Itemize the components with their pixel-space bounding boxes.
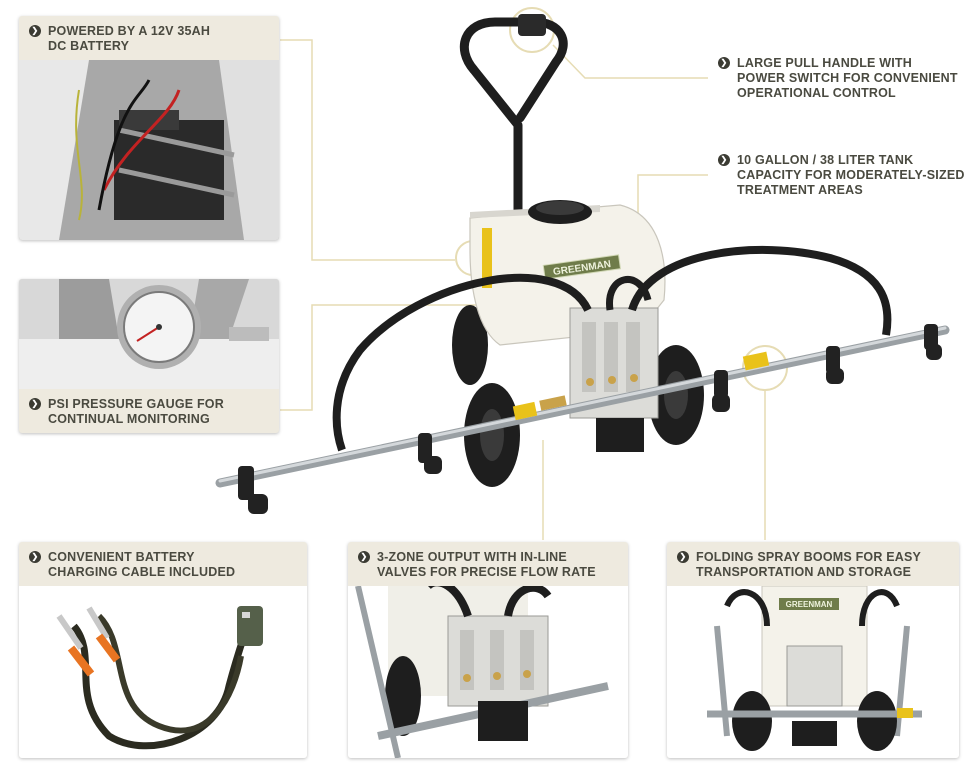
chevron-right-circle-icon: ❯ xyxy=(29,551,41,563)
feature-card-gauge: ❯ PSI PRESSURE GAUGE FOR CONTINUAL MONIT… xyxy=(19,279,279,433)
nozzle xyxy=(924,324,938,350)
connector-battery xyxy=(280,39,455,261)
chevron-right-circle-icon: ❯ xyxy=(718,154,730,166)
feature-card-battery-label: ❯ POWERED BY A 12V 35AH DC BATTERY xyxy=(29,24,271,54)
feature-card-booms: ❯ FOLDING SPRAY BOOMS FOR EASY TRANSPORT… xyxy=(667,542,959,758)
chevron-right-circle-icon: ❯ xyxy=(718,57,730,69)
battery-photo xyxy=(19,60,279,240)
callout-handle: ❯ LARGE PULL HANDLE WITH POWER SWITCH FO… xyxy=(718,56,978,101)
spray-boom xyxy=(215,325,950,488)
highlight-boom xyxy=(742,345,788,391)
zones-image xyxy=(348,586,628,758)
connector-tank xyxy=(637,174,708,224)
chevron-right-circle-icon: ❯ xyxy=(677,551,689,563)
charger-image xyxy=(19,586,307,758)
feature-charger-text: CONVENIENT BATTERY CHARGING CABLE INCLUD… xyxy=(48,550,236,579)
feature-card-charger-label: ❯ CONVENIENT BATTERY CHARGING CABLE INCL… xyxy=(29,550,299,580)
nozzle xyxy=(238,466,254,500)
feature-battery-text: POWERED BY A 12V 35AH DC BATTERY xyxy=(48,24,211,53)
nozzle xyxy=(714,370,728,398)
gauge-image xyxy=(19,279,279,389)
chevron-right-circle-icon: ❯ xyxy=(29,398,41,410)
feature-card-zones: ❯ 3-ZONE OUTPUT WITH IN-LINE VALVES FOR … xyxy=(348,542,628,758)
feature-booms-text: FOLDING SPRAY BOOMS FOR EASY TRANSPORTAT… xyxy=(696,550,922,579)
feature-card-gauge-label: ❯ PSI PRESSURE GAUGE FOR CONTINUAL MONIT… xyxy=(29,397,271,427)
gauge-photo xyxy=(19,279,279,389)
power-switch xyxy=(518,14,546,36)
feature-card-battery: ❯ POWERED BY A 12V 35AH DC BATTERY xyxy=(19,16,279,240)
hose-right xyxy=(628,245,892,336)
callout-handle-text: LARGE PULL HANDLE WITH POWER SWITCH FOR … xyxy=(737,56,958,100)
feature-gauge-text: PSI PRESSURE GAUGE FOR CONTINUAL MONITOR… xyxy=(48,397,224,426)
nozzle xyxy=(418,433,432,463)
booms-brand-logo-text: GREENMAN xyxy=(786,600,833,609)
pull-handle xyxy=(459,17,568,217)
nozzle xyxy=(826,346,840,374)
charger-photo xyxy=(19,586,307,758)
booms-photo: GREENMAN xyxy=(667,586,959,758)
battery-image xyxy=(19,60,279,240)
callout-tank: ❯ 10 GALLON / 38 LITER TANK CAPACITY FOR… xyxy=(718,153,978,198)
chevron-right-circle-icon: ❯ xyxy=(29,25,41,37)
feature-zones-text: 3-ZONE OUTPUT WITH IN-LINE VALVES FOR PR… xyxy=(377,550,596,579)
chevron-right-circle-icon: ❯ xyxy=(358,551,370,563)
feature-card-charger: ❯ CONVENIENT BATTERY CHARGING CABLE INCL… xyxy=(19,542,307,758)
feature-card-zones-label: ❯ 3-ZONE OUTPUT WITH IN-LINE VALVES FOR … xyxy=(358,550,620,580)
booms-image: GREENMAN xyxy=(667,586,959,758)
callout-tank-text: 10 GALLON / 38 LITER TANK CAPACITY FOR M… xyxy=(737,153,965,197)
feature-card-booms-label: ❯ FOLDING SPRAY BOOMS FOR EASY TRANSPORT… xyxy=(677,550,951,580)
zones-photo xyxy=(348,586,628,758)
brand-logo xyxy=(542,254,622,280)
hose-left xyxy=(332,273,592,452)
connector-gauge xyxy=(280,304,480,411)
